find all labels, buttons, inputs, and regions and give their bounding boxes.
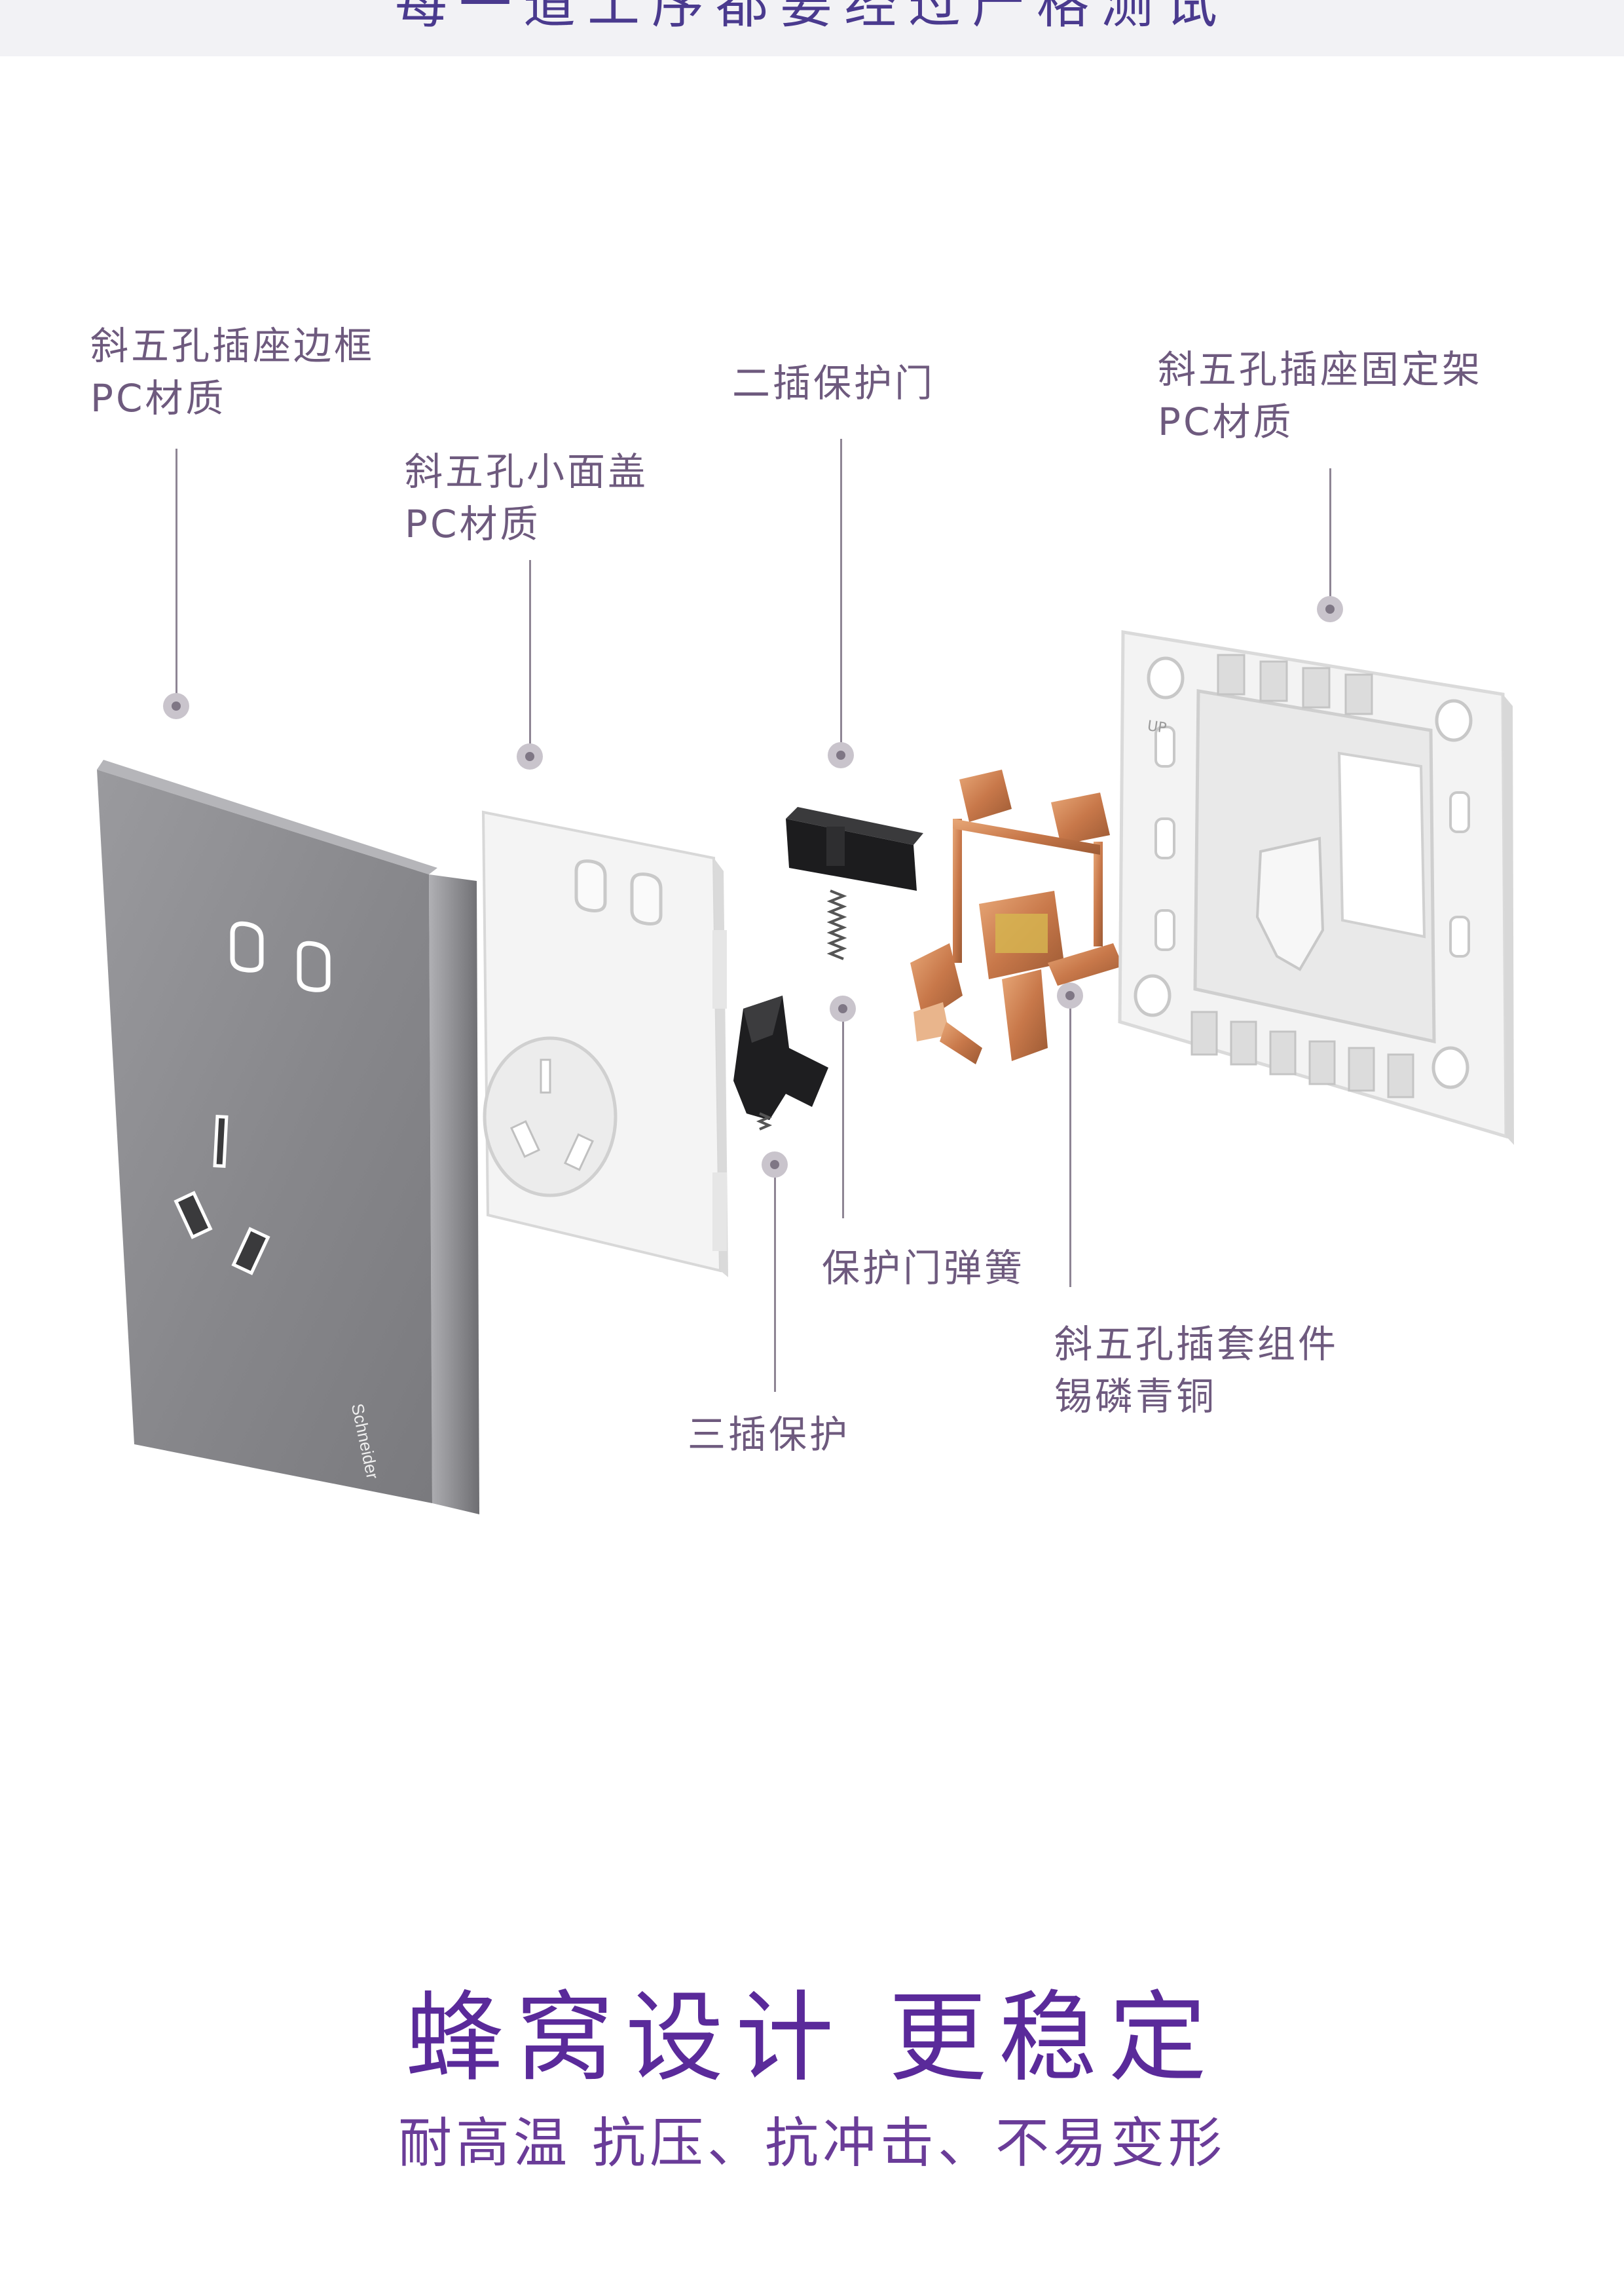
bracket-up-marking: UP xyxy=(1146,718,1168,737)
subheadline: 耐高温 抗压、抗冲击、不易变形 xyxy=(0,2099,1624,2177)
headline: 蜂窝设计 更稳定 xyxy=(0,1958,1624,2101)
